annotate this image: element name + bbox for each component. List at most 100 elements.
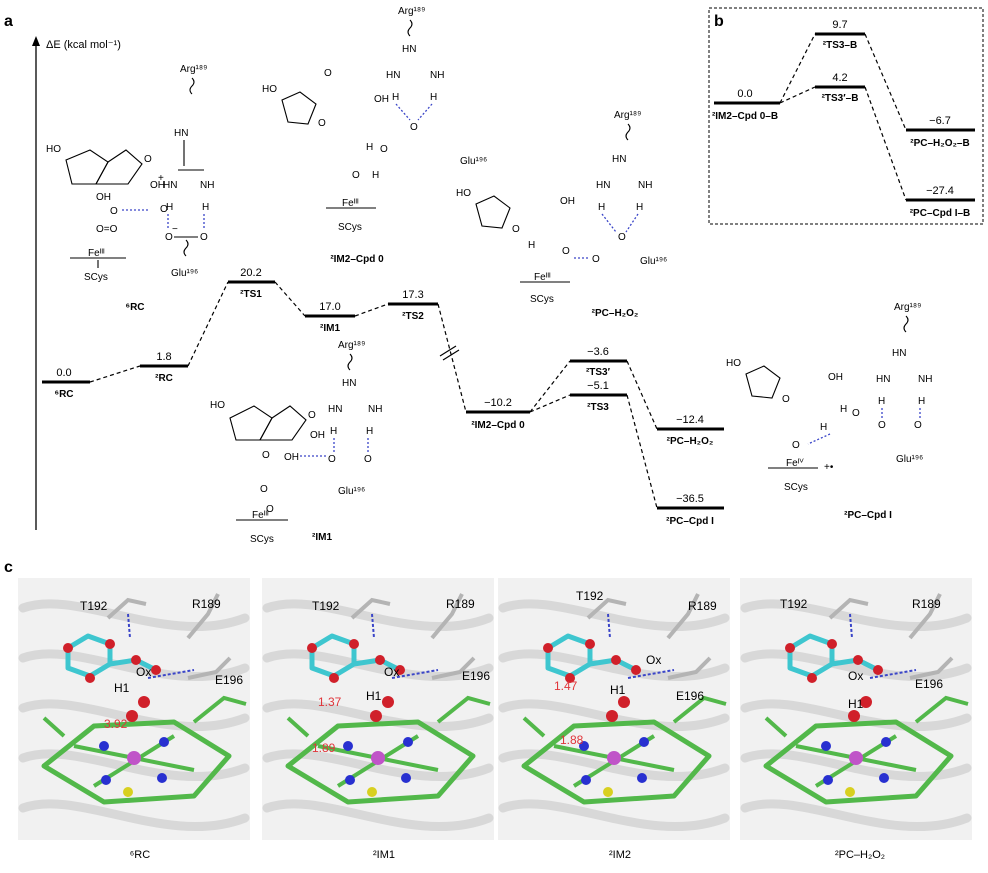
- svg-text:O: O: [364, 454, 372, 465]
- oxygen-atom: [126, 710, 138, 722]
- value-2ts3: −5.1: [587, 380, 609, 392]
- sulfur-atom: [603, 787, 613, 797]
- svg-text:HN: HN: [386, 70, 400, 81]
- svg-text:Feᴵᴵᴵ: Feᴵᴵᴵ: [88, 248, 105, 259]
- ligand-oxygen-atom: [565, 673, 575, 683]
- protein-ribbon: [498, 799, 730, 832]
- hydrogen-bond: [849, 613, 917, 679]
- ligand-oxygen-atom: [785, 643, 795, 653]
- value-2ts1: 20.2: [240, 267, 261, 279]
- ligand-oxygen-atom: [85, 673, 95, 683]
- svg-text:R189: R189: [912, 597, 941, 611]
- nitrogen-atom: [881, 737, 891, 747]
- nitrogen-atom: [99, 741, 109, 751]
- protein-ribbon: [498, 649, 730, 682]
- svg-text:Ox: Ox: [384, 665, 399, 679]
- caption-2pc-h2o2: ²PC–H₂O₂: [835, 849, 885, 861]
- nitrogen-atom: [159, 737, 169, 747]
- protein-ribbon: [262, 599, 494, 632]
- ligand-oxygen-atom: [611, 655, 621, 665]
- heme-ring: [521, 719, 712, 805]
- label-2rc: ²RC: [155, 373, 173, 384]
- value-2pc-h2o2: −12.4: [676, 414, 704, 426]
- svg-text:R189: R189: [446, 597, 475, 611]
- svg-text:O: O: [592, 254, 600, 265]
- svg-text:E196: E196: [462, 669, 490, 683]
- value-2im2-cpd0: −10.2: [484, 397, 512, 409]
- svg-text:O: O: [266, 504, 274, 515]
- heme-side-chains: [42, 695, 247, 738]
- protein-ribbon: [740, 799, 972, 832]
- svg-text:1.89: 1.89: [312, 741, 336, 755]
- inset-label-ts3prime: ²TS3′–B: [822, 93, 859, 104]
- svg-text:Arg¹⁸⁹: Arg¹⁸⁹: [338, 340, 365, 351]
- svg-text:T192: T192: [780, 597, 808, 611]
- svg-text:H: H: [366, 142, 373, 153]
- svg-text:H: H: [430, 92, 437, 103]
- svg-text:HN: HN: [402, 44, 416, 55]
- svg-text:HO: HO: [456, 188, 471, 199]
- svg-text:1.37: 1.37: [318, 695, 342, 709]
- svg-text:+•: +•: [824, 462, 834, 473]
- residue-labels: T192 R189 Ox H1 E196 3.92 T192 R189 Ox H…: [80, 589, 943, 755]
- oxygen-atom: [606, 710, 618, 722]
- svg-text:T192: T192: [576, 589, 604, 603]
- svg-text:SCys: SCys: [784, 482, 808, 493]
- protein-ribbon: [262, 799, 494, 832]
- residue-sticks: [106, 593, 232, 680]
- ligand-oxygen-atom: [827, 639, 837, 649]
- structure-label-2pc-cpd1: ²PC–Cpd I: [844, 510, 892, 521]
- svg-text:HN: HN: [876, 374, 890, 385]
- svg-text:H: H: [202, 202, 209, 213]
- svg-text:H: H: [166, 202, 173, 213]
- label-2ts3prime: ²TS3′: [586, 367, 611, 378]
- nitrogen-atom: [821, 741, 831, 751]
- svg-text:H: H: [392, 92, 399, 103]
- hydrogen-bond: [607, 613, 675, 679]
- svg-text:O=O: O=O: [96, 224, 118, 235]
- svg-text:HN: HN: [892, 348, 906, 359]
- svg-text:Arg¹⁸⁹: Arg¹⁸⁹: [614, 110, 641, 121]
- svg-text:O: O: [308, 410, 316, 421]
- svg-text:O: O: [512, 224, 520, 235]
- svg-text:O: O: [878, 420, 886, 431]
- inset-value-pc-cpd1: −27.4: [926, 185, 954, 197]
- iron-atom: [371, 751, 385, 765]
- svg-text:E196: E196: [915, 677, 943, 691]
- inset-value-pc-h2o2: −6.7: [929, 115, 951, 127]
- inset-label-im2: ²IM2–Cpd 0–B: [712, 111, 778, 122]
- structure-2pc-h2o2: Arg¹⁸⁹ HN HN NH H H O Glu¹⁹⁶ HO O OH H O…: [456, 110, 667, 319]
- svg-text:H: H: [820, 422, 827, 433]
- structure-label-2im1: ²IM1: [312, 532, 332, 543]
- inset-label-pc-h2o2: ²PC–H₂O₂–B: [910, 138, 969, 149]
- label-6rc: ⁶RC: [54, 389, 73, 400]
- panel-c-snapshots: [18, 578, 972, 840]
- svg-text:HO: HO: [210, 400, 225, 411]
- svg-text:NH: NH: [638, 180, 652, 191]
- inset-label-ts3: ²TS3–B: [823, 40, 857, 51]
- oxygen-atom: [618, 696, 630, 708]
- svg-text:Glu¹⁹⁶: Glu¹⁹⁶: [338, 486, 365, 497]
- structure-2im2-cpd0: Arg¹⁸⁹ HN HN NH H H O Glu¹⁹⁶ HO O O OH H…: [262, 6, 487, 265]
- structure-label-2im2-cpd0: ²IM2–Cpd 0: [330, 254, 384, 265]
- svg-text:O: O: [914, 420, 922, 431]
- svg-text:Feᴵⱽ: Feᴵⱽ: [786, 458, 804, 469]
- nitrogen-atom: [823, 775, 833, 785]
- svg-text:H: H: [918, 396, 925, 407]
- svg-text:Ox: Ox: [646, 653, 661, 667]
- inset-value-ts3prime: 4.2: [832, 72, 847, 84]
- label-2ts3: ²TS3: [587, 402, 609, 413]
- svg-text:O: O: [318, 118, 326, 129]
- inset-value-ts3: 9.7: [832, 19, 847, 31]
- svg-text:H: H: [878, 396, 885, 407]
- protein-ribbon: [498, 599, 730, 632]
- ligand-oxygen-atom: [631, 665, 641, 675]
- inset-label-pc-cpd1: ²PC–Cpd I–B: [910, 208, 971, 219]
- nitrogen-atom: [157, 773, 167, 783]
- structure-6rc: Arg¹⁸⁹ HN HN + NH H H O O − O Glu¹⁹⁶ HO …: [46, 64, 214, 313]
- nitrogen-atom: [637, 773, 647, 783]
- svg-text:Ox: Ox: [848, 669, 863, 683]
- heme-side-chains: [764, 695, 969, 738]
- svg-text:H1: H1: [848, 697, 864, 711]
